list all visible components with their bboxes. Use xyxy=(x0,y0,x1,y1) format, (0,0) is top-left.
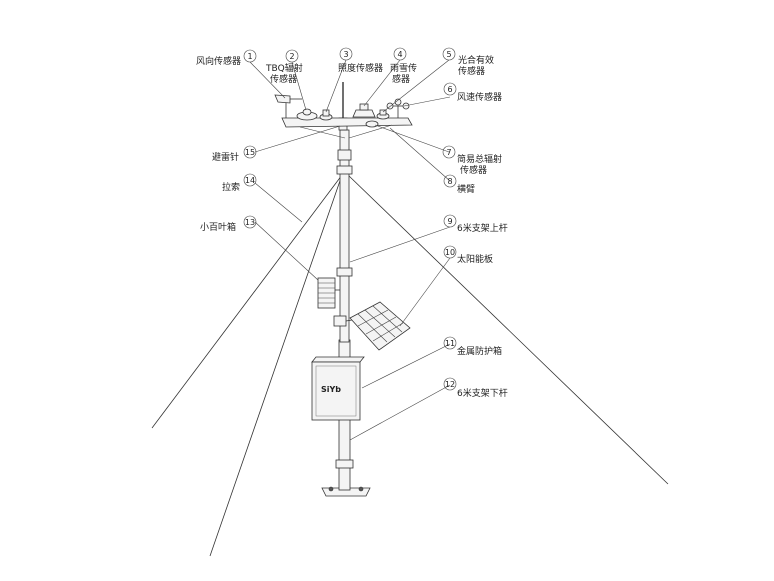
callout-number: 10 xyxy=(445,248,455,257)
wind-speed-sensor xyxy=(386,98,410,118)
callout-9: 9 6米支架上杆 xyxy=(443,214,508,234)
callout-label: TBQ辐射 xyxy=(265,62,303,74)
callout-10: 10 太阳能板 xyxy=(443,245,493,265)
callout-number: 3 xyxy=(343,50,348,59)
callout-label: 金属防护箱 xyxy=(457,345,502,357)
callout-3: 3 照度传感器 xyxy=(338,47,383,74)
callout-8: 8 横臂 xyxy=(443,174,475,195)
par-sensor xyxy=(376,109,390,120)
callout-number: 13 xyxy=(245,218,255,227)
callout-1: 1 风向传感器 xyxy=(196,49,257,67)
callout-label: 光合有效 xyxy=(458,54,494,66)
callout-14: 14 拉索 xyxy=(222,173,257,193)
callout-label-line2: 传感器 xyxy=(458,65,485,77)
box-logo: SiYb xyxy=(321,385,341,394)
callout-label: 横臂 xyxy=(457,183,475,195)
guy-wires xyxy=(151,174,669,557)
tbq-radiation-sensor xyxy=(296,108,318,121)
callout-label: 风速传感器 xyxy=(457,91,502,103)
callout-label-line2: 传感器 xyxy=(460,164,487,176)
callout-label: 拉索 xyxy=(222,181,240,193)
callout-4: 4 雨雪传 感器 xyxy=(390,47,417,85)
callout-number: 14 xyxy=(245,176,255,185)
callout-label-line2: 感器 xyxy=(392,73,410,85)
cross-arm xyxy=(281,117,413,139)
callout-13: 13 小百叶箱 xyxy=(200,215,257,233)
callout-label: 小百叶箱 xyxy=(200,221,236,233)
metal-protection-box: SiYb xyxy=(311,356,365,421)
callout-number: 11 xyxy=(445,339,455,348)
wind-direction-sensor xyxy=(274,94,302,118)
callout-11: 11 金属防护箱 xyxy=(443,336,502,357)
callout-label: 避雷针 xyxy=(212,151,239,163)
illuminance-sensor xyxy=(319,109,333,121)
callout-number: 7 xyxy=(446,148,451,157)
callout-number: 8 xyxy=(447,177,452,186)
callout-label: 6米支架下杆 xyxy=(457,387,508,399)
base-plate xyxy=(321,486,371,497)
callout-number: 2 xyxy=(289,52,294,61)
callout-label: 照度传感器 xyxy=(338,62,383,74)
callout-number: 4 xyxy=(397,50,402,59)
callout-5: 5 光合有效 传感器 xyxy=(442,47,494,77)
callout-number: 1 xyxy=(247,52,252,61)
callout-label: 简易总辐射 xyxy=(457,153,502,165)
callout-6: 6 风速传感器 xyxy=(443,82,502,103)
callout-2: 2 TBQ辐射 传感器 xyxy=(265,49,303,85)
rain-snow-sensor xyxy=(352,103,376,118)
callout-7: 7 简易总辐射 传感器 xyxy=(442,145,502,176)
callout-label: 风向传感器 xyxy=(196,55,241,67)
callout-15: 15 避雷针 xyxy=(212,145,257,163)
louver-box xyxy=(317,277,340,309)
callout-number: 12 xyxy=(445,380,455,389)
callout-label-line2: 传感器 xyxy=(270,73,297,85)
callout-number: 6 xyxy=(447,85,452,94)
callout-label: 太阳能板 xyxy=(457,253,493,265)
upper-pole xyxy=(336,129,353,343)
callout-number: 15 xyxy=(245,148,255,157)
callout-label: 雨雪传 xyxy=(390,62,417,74)
callout-number: 9 xyxy=(447,217,452,226)
callout-number: 5 xyxy=(446,50,451,59)
callout-label: 6米支架上杆 xyxy=(457,222,508,234)
leader-lines xyxy=(249,59,451,441)
total-radiation-sensor xyxy=(365,120,379,128)
solar-panel xyxy=(333,301,411,351)
callout-12: 12 6米支架下杆 xyxy=(443,377,508,399)
